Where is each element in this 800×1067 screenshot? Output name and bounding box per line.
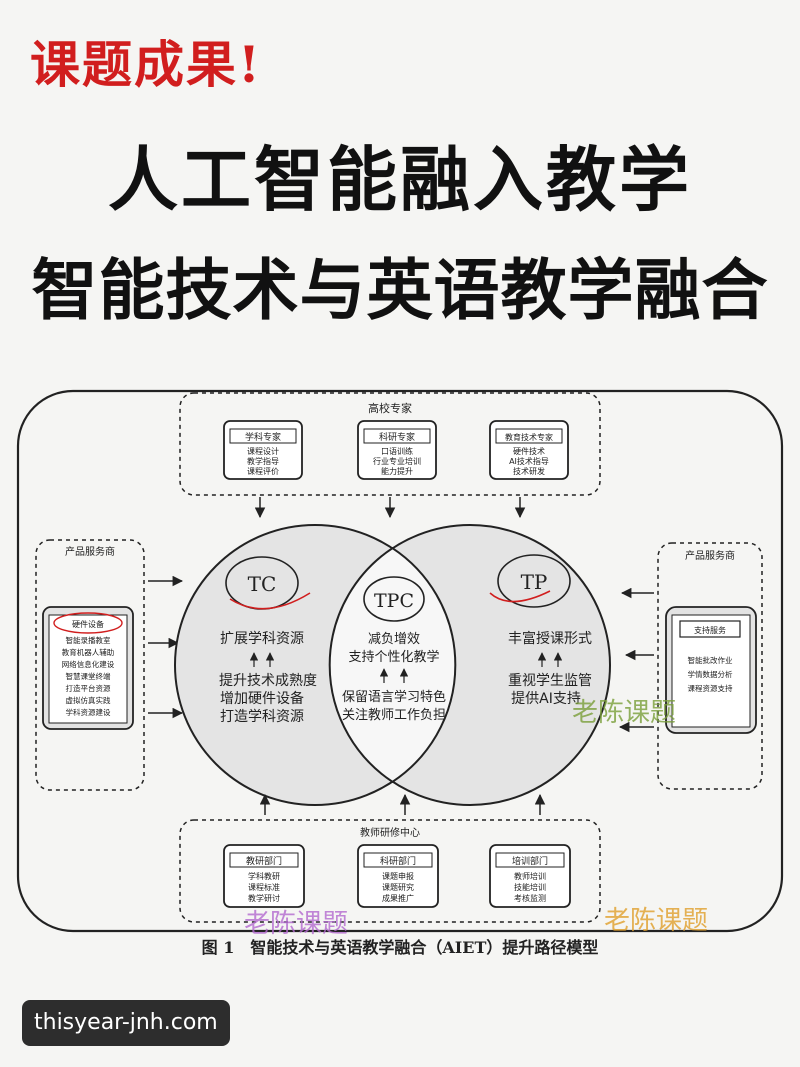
left-group-label: 产品服务商 bbox=[65, 545, 115, 558]
svg-text:打造学科资源: 打造学科资源 bbox=[220, 708, 304, 725]
svg-text:教研部门: 教研部门 bbox=[246, 855, 282, 867]
svg-text:支持个性化教学: 支持个性化教学 bbox=[348, 649, 439, 665]
svg-text:重视学生监管: 重视学生监管 bbox=[508, 673, 592, 689]
svg-text:口语训练: 口语训练 bbox=[381, 446, 413, 456]
top-group: 高校专家 学科专家 课程设计 教学指导 课程评价 科研专家 口语训练 行业专业培… bbox=[179, 392, 601, 496]
svg-text:学情数据分析: 学情数据分析 bbox=[688, 669, 733, 679]
svg-text:智能录播教室: 智能录播教室 bbox=[66, 635, 111, 645]
svg-text:课程设计: 课程设计 bbox=[247, 446, 279, 456]
svg-text:学科资源建设: 学科资源建设 bbox=[66, 707, 111, 717]
outer-frame bbox=[16, 389, 784, 933]
bottom-group: 教师研修中心 教研部门 学科教研 课程标准 教学研讨 科研部门 课题申报 课题研… bbox=[179, 819, 601, 923]
svg-text:打造平台资源: 打造平台资源 bbox=[66, 683, 111, 693]
svg-text:学科教研: 学科教研 bbox=[248, 871, 280, 881]
svg-text:教学研讨: 教学研讨 bbox=[248, 893, 280, 903]
tpc-lens bbox=[328, 547, 457, 783]
tc-label: TC bbox=[248, 572, 277, 596]
svg-text:扩展学科资源: 扩展学科资源 bbox=[220, 631, 304, 647]
svg-text:支持服务: 支持服务 bbox=[694, 625, 726, 635]
right-group: 产品服务商 支持服务 智能批改作业 学情数据分析 课程资源支持 bbox=[657, 542, 763, 790]
svg-text:虚拟仿真实践: 虚拟仿真实践 bbox=[66, 695, 111, 705]
svg-text:技能培训: 技能培训 bbox=[514, 882, 546, 892]
svg-text:技术研发: 技术研发 bbox=[513, 466, 545, 476]
svg-text:课程评价: 课程评价 bbox=[247, 467, 279, 476]
svg-text:培训部门: 培训部门 bbox=[512, 855, 548, 867]
tp-label: TP bbox=[521, 570, 548, 594]
svg-text:课题研究: 课题研究 bbox=[382, 882, 414, 892]
svg-text:科研部门: 科研部门 bbox=[380, 855, 416, 867]
figure-caption: 图 1 智能技术与英语教学融合（AIET）提升路径模型 bbox=[202, 938, 599, 957]
svg-text:硬件技术: 硬件技术 bbox=[513, 446, 545, 456]
tpc-label: TPC bbox=[374, 590, 414, 612]
svg-text:提升技术成熟度: 提升技术成熟度 bbox=[219, 673, 317, 689]
watermark-1: 老陈课题 bbox=[572, 698, 677, 728]
svg-text:硬件设备: 硬件设备 bbox=[72, 619, 104, 629]
left-group: 产品服务商 硬件设备 智能录播教室 教育机器人辅助 网络信息化建设 智慧课堂终端… bbox=[35, 539, 145, 791]
venn: TC TPC TP 扩展学科资源 提升技术成熟度 增加硬件设备 打造学科资源 减… bbox=[174, 524, 611, 806]
svg-text:增加硬件设备: 增加硬件设备 bbox=[220, 690, 304, 707]
top-box-1: 学科专家 课程设计 教学指导 课程评价 bbox=[223, 420, 303, 480]
top-box-2: 科研专家 口语训练 行业专业培训 能力提升 bbox=[357, 420, 437, 480]
svg-text:关注教师工作负担: 关注教师工作负担 bbox=[342, 707, 446, 723]
svg-text:教育机器人辅助: 教育机器人辅助 bbox=[62, 647, 115, 657]
svg-text:科研专家: 科研专家 bbox=[379, 431, 415, 443]
top-box-3: 教育技术专家 硬件技术 AI技术指导 技术研发 bbox=[489, 420, 569, 480]
top-group-label: 高校专家 bbox=[368, 401, 412, 415]
svg-text:提供AI支持: 提供AI支持 bbox=[511, 691, 581, 707]
svg-text:成果推广: 成果推广 bbox=[382, 893, 414, 903]
site-label[interactable]: thisyear-jnh.com bbox=[22, 1000, 230, 1046]
bottom-box-3: 培训部门 教师培训 技能培训 考核监测 bbox=[489, 844, 571, 908]
svg-text:教学指导: 教学指导 bbox=[247, 456, 279, 466]
result-tag: 课题成果! bbox=[30, 35, 262, 94]
svg-text:考核监测: 考核监测 bbox=[514, 893, 546, 903]
svg-text:网络信息化建设: 网络信息化建设 bbox=[62, 659, 115, 669]
svg-text:学科专家: 学科专家 bbox=[245, 431, 281, 443]
svg-text:课程资源支持: 课程资源支持 bbox=[688, 683, 733, 693]
svg-text:智慧课堂终端: 智慧课堂终端 bbox=[66, 671, 111, 681]
svg-text:教育技术专家: 教育技术专家 bbox=[505, 432, 553, 442]
watermark-2: 老陈课题 bbox=[244, 909, 349, 939]
bottom-group-label: 教师研修中心 bbox=[360, 826, 420, 839]
svg-text:AI技术指导: AI技术指导 bbox=[509, 456, 549, 466]
svg-text:智能批改作业: 智能批改作业 bbox=[688, 655, 733, 665]
sub-title: 智能技术与英语教学融合 bbox=[31, 252, 769, 329]
svg-text:保留语言学习特色: 保留语言学习特色 bbox=[342, 689, 446, 705]
svg-text:丰富授课形式: 丰富授课形式 bbox=[508, 630, 592, 647]
right-group-label: 产品服务商 bbox=[685, 549, 735, 562]
main-title: 人工智能融入教学 bbox=[108, 139, 692, 221]
svg-text:课程标准: 课程标准 bbox=[248, 882, 280, 892]
svg-text:行业专业培训: 行业专业培训 bbox=[373, 456, 421, 466]
aiet-diagram: 高校专家 学科专家 课程设计 教学指导 课程评价 科研专家 口语训练 行业专业培… bbox=[10, 385, 790, 975]
svg-text:能力提升: 能力提升 bbox=[381, 466, 413, 476]
bottom-box-2: 科研部门 课题申报 课题研究 成果推广 bbox=[357, 844, 439, 908]
watermark-3: 老陈课题 bbox=[604, 906, 709, 936]
svg-text:课题申报: 课题申报 bbox=[382, 871, 414, 881]
bottom-box-1: 教研部门 学科教研 课程标准 教学研讨 bbox=[223, 844, 305, 908]
svg-text:减负增效: 减负增效 bbox=[368, 632, 420, 647]
svg-text:教师培训: 教师培训 bbox=[514, 871, 546, 881]
